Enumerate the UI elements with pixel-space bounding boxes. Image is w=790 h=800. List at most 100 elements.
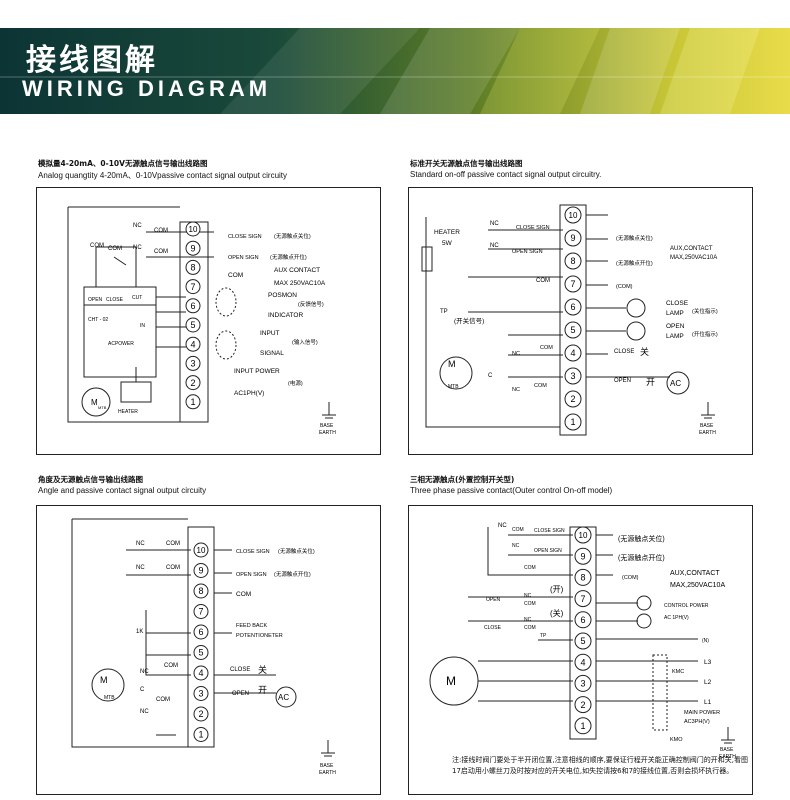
p3-m: M <box>100 675 108 685</box>
p4-kai: (开) <box>550 585 564 594</box>
panel2-title-en: Standard on-off passive contact signal o… <box>410 170 602 179</box>
p1-indicator: INDICATOR <box>268 312 303 319</box>
p1-com2: COM <box>154 249 168 255</box>
p4-ac3ph: AC3PH(V) <box>684 719 710 725</box>
panel3-title-en: Angle and passive contact signal output … <box>38 486 207 495</box>
p1-open-sign: OPEN SIGN <box>228 255 259 261</box>
p3-guan: 关 <box>258 664 267 675</box>
p4-com2: COM <box>524 565 536 571</box>
p1-aux1: AUX CONTACT <box>274 267 320 274</box>
p2-close-lamp1: CLOSE <box>666 300 689 307</box>
p1-close-cn: (无源触点关位) <box>274 232 311 240</box>
p4-open-sign: OPEN SIGN <box>534 548 562 554</box>
p3-earth: EARTH <box>319 770 336 776</box>
p3-feed1: FEED BACK <box>236 623 268 629</box>
p2-guan: 关 <box>640 346 649 357</box>
p3-ac: AC <box>278 693 289 702</box>
panel3-diagram <box>71 518 335 757</box>
p3-com1: COM <box>166 541 180 547</box>
p3-base: BASE <box>320 763 334 769</box>
p2-com: COM <box>536 278 550 284</box>
p1-heater: HEATER <box>118 409 138 415</box>
p1-input-power: INPUT POWER <box>234 368 280 375</box>
p1-com4: COM <box>108 246 122 252</box>
p1-open: OPEN <box>88 297 103 303</box>
p3-com3: COM <box>164 663 178 669</box>
p1-input: INPUT <box>260 330 280 337</box>
p4-nc2: NC <box>512 543 520 549</box>
p4-m: M <box>446 674 456 688</box>
p2-base: BASE <box>700 423 714 429</box>
p3-nc2: NC <box>136 565 145 571</box>
panel1-title-en: Analog quangtity 4-20mA、0-10Vpassive con… <box>38 171 288 180</box>
panel4-frame <box>408 505 753 795</box>
p3-open-cn: (无源触点开位) <box>274 570 311 578</box>
p4-com3: COM <box>524 601 536 607</box>
panel1-labels: NC COM NC COM COM COM OPEN CLOSE CUT CHT… <box>88 223 336 436</box>
p2-nc2: NC <box>490 243 499 249</box>
panel1-title-cn: 模拟量4-20mA、0-10V无源触点信号输出线路图 <box>38 159 208 168</box>
panel4-title-cn: 三相无源触点(外置控制开关型) <box>410 475 515 484</box>
p2-aux1: AUX,CONTACT <box>670 246 713 252</box>
banner-background <box>0 28 790 114</box>
p2-close-lamp-cn: (关位指示) <box>692 307 718 315</box>
terminal-strip-3 <box>187 526 215 748</box>
p2-earth: EARTH <box>699 430 716 436</box>
p3-nc4: NC <box>140 709 149 715</box>
p1-power-cn: (电源) <box>288 379 303 387</box>
p2-opened-cn: (无源触点开位) <box>616 259 653 267</box>
p4-com-paren: (COM) <box>622 575 639 581</box>
p2-com-paren: (COM) <box>616 284 633 290</box>
panel2-title-cn: 标准开关无源触点信号输出线路图 <box>410 159 523 168</box>
p1-cht: CHT - 02 <box>88 317 108 323</box>
p2-open-lamp2: LAMP <box>666 333 684 340</box>
p4-kmc: KMC <box>672 669 684 675</box>
p1-close-sign: CLOSE SIGN <box>228 234 262 240</box>
p2-close-sign: CLOSE SIGN <box>516 225 550 231</box>
p2-com3: COM <box>534 383 547 389</box>
p3-1k: 1K <box>136 629 143 635</box>
p1-base: BASE <box>320 423 334 429</box>
panel4-title-en: Three phase passive contact(Outer contro… <box>410 486 613 495</box>
p3-mtb: MTB <box>104 695 115 701</box>
p3-feed2: POTENTIONETER <box>236 633 283 639</box>
p3-kai: 开 <box>258 685 267 695</box>
p4-l3: L3 <box>704 659 712 666</box>
terminal-strip-2 <box>559 204 587 436</box>
p2-open-lamp1: OPEN <box>666 323 685 330</box>
p1-com3: COM <box>90 243 104 249</box>
p4-control-power: CONTROL POWER <box>664 603 709 609</box>
p4-aux2: MAX,250VAC10A <box>670 582 725 589</box>
p3-open-sign: OPEN SIGN <box>236 572 267 578</box>
banner-title-cn: 接线图解 <box>26 43 158 78</box>
p2-nc1: NC <box>490 221 499 227</box>
p2-open: OPEN <box>614 378 631 384</box>
p2-com2: COM <box>540 345 553 351</box>
p1-earth: EARTH <box>319 430 336 436</box>
p4-tp: TP <box>540 633 547 639</box>
p4-n: (N) <box>702 638 709 644</box>
p1-cut: CUT <box>132 295 142 301</box>
p4-close-cn: (无源触点关位) <box>618 534 665 543</box>
p2-switch-sig: (开关信号) <box>454 316 484 325</box>
wiring-note: 注:接线时阀门要处于半开闭位置,注意相线的顺序,要保证行程开关能正确控制阀门的开… <box>452 756 749 775</box>
p4-nc4: NC <box>524 617 532 623</box>
p1-open-cn: (无源触点开位) <box>270 253 307 261</box>
p4-kmo: KMO <box>670 737 683 743</box>
p4-ac1ph: AC 1PH(V) <box>664 615 689 621</box>
p1-ac1ph: AC1PH(V) <box>234 390 264 397</box>
p1-nc2: NC <box>133 245 142 251</box>
p3-nc3: NC <box>140 669 149 675</box>
p1-mtb: MTB <box>98 405 107 410</box>
p2-close: CLOSE <box>614 349 634 355</box>
p1-m: M <box>91 398 98 407</box>
panel2-frame <box>408 187 753 455</box>
p2-tp: TP <box>440 309 448 315</box>
p3-close: CLOSE <box>230 667 250 673</box>
p4-open-cn: (无源触点开位) <box>618 553 665 562</box>
panel3-title-cn: 角度及无源触点信号输出线路图 <box>38 475 143 484</box>
p4-l1: L1 <box>704 699 712 706</box>
p4-earth: EARTH <box>719 754 736 760</box>
p2-open-lamp-cn: (开位指示) <box>692 330 718 338</box>
p1-acpower: ACPOWER <box>108 341 134 347</box>
